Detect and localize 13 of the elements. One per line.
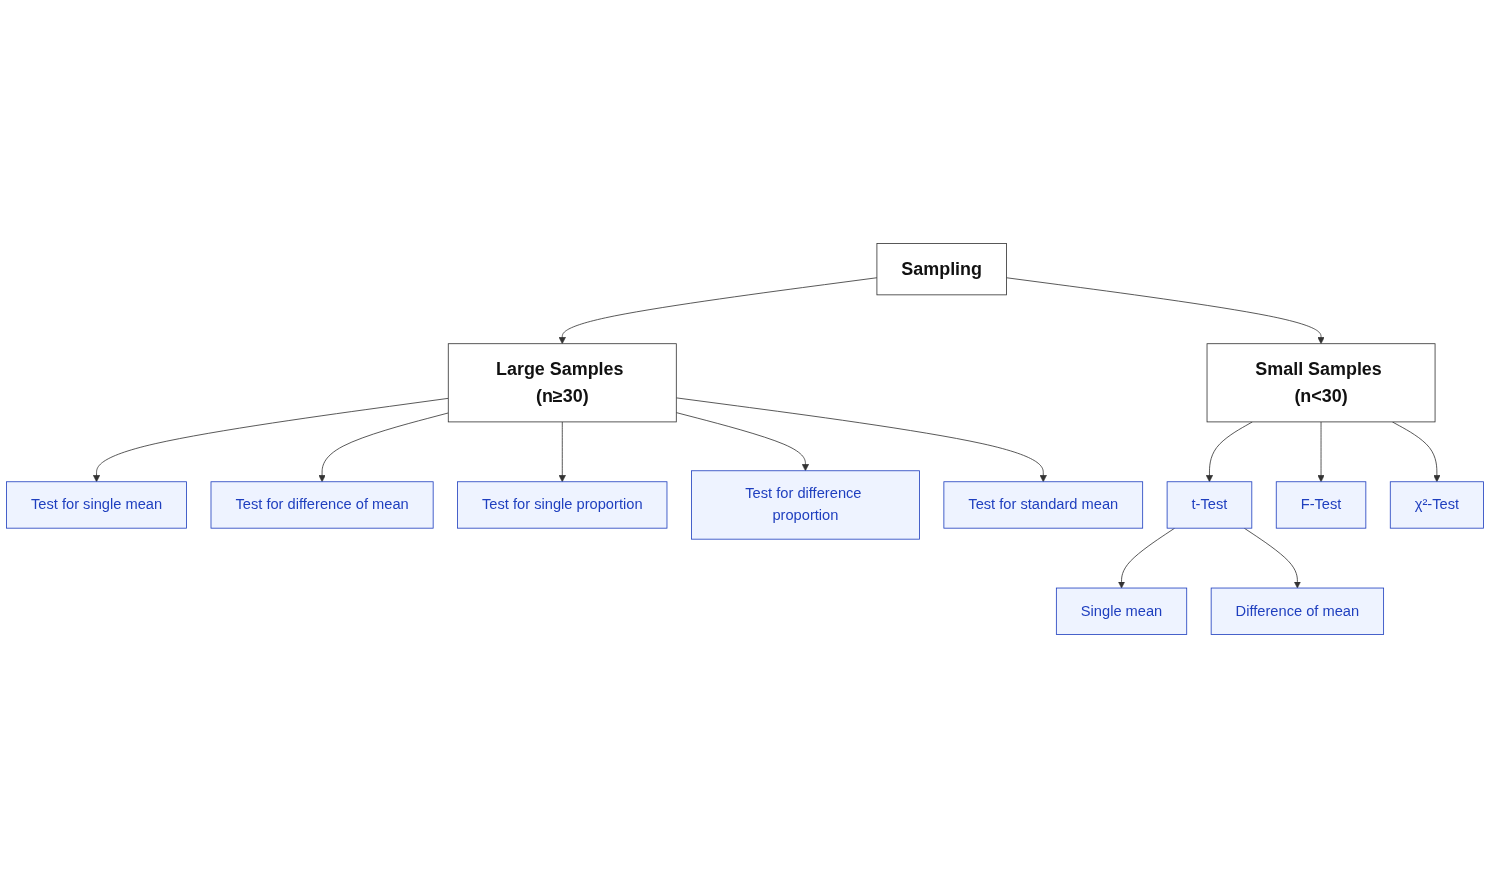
node-box: Test for standard mean: [943, 481, 1144, 529]
node-box: χ²-Test: [1389, 481, 1484, 529]
node-box: Small Samples (n<30): [1206, 343, 1436, 423]
node-box: Large Samples (n≥30): [447, 343, 677, 423]
node-box: Test for difference proportion: [691, 470, 920, 540]
node-box: F-Test: [1275, 481, 1367, 529]
node-box: Test for difference of mean: [210, 481, 434, 529]
node-box: Test for single mean: [6, 481, 187, 529]
node-box: Single mean: [1055, 587, 1188, 635]
node-box: Difference of mean: [1210, 587, 1384, 635]
node-box: Test for single proportion: [457, 481, 668, 529]
node-box: Sampling: [876, 243, 1007, 296]
node-box: t-Test: [1166, 481, 1253, 529]
